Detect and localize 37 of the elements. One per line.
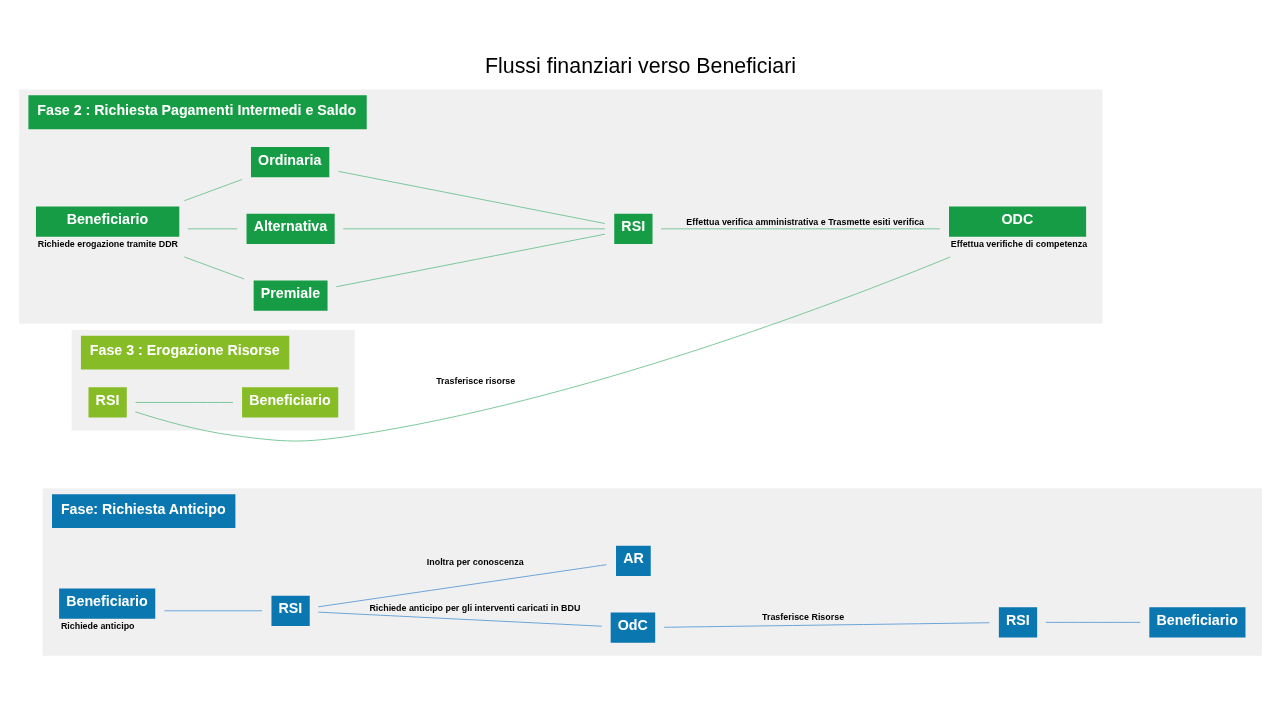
connector	[183, 256, 245, 279]
connector	[342, 227, 606, 229]
node-label: Richiede erogazione tramite DDR	[37, 238, 179, 249]
connector	[183, 178, 243, 201]
node-box: Beneficiario	[59, 588, 156, 619]
node-box: RSI	[88, 386, 127, 418]
connector	[660, 227, 941, 229]
node-box: OdC	[610, 612, 656, 643]
connector	[1045, 621, 1141, 623]
connector	[317, 563, 607, 607]
connector	[663, 621, 990, 628]
connector	[335, 233, 606, 287]
node-box: RSI	[614, 213, 653, 244]
connector	[134, 256, 951, 441]
edge-label: Richiede anticipo per gli interventi caricati in BDU	[369, 602, 581, 613]
node-box: RSI	[998, 606, 1038, 637]
node-label: Effettua verifiche di competenza	[950, 238, 1088, 249]
node-box: ODC	[949, 206, 1087, 237]
node-box: Alternativa	[246, 213, 335, 244]
node-box: Ordinaria	[251, 146, 330, 177]
connector	[163, 609, 263, 611]
edge-label: Trasferisce Risorse	[762, 611, 845, 622]
node-box: RSI	[271, 595, 310, 626]
node-box: Premiale	[253, 280, 328, 311]
node-label: Richiede anticipo	[60, 620, 135, 631]
connector	[317, 611, 603, 627]
edge-label: Inoltra per conoscenza	[426, 556, 524, 567]
node-box: AR	[616, 545, 651, 576]
edge-label: Effettua verifica amministrativa e Trasmette esiti verifica	[686, 216, 925, 227]
edge-label: Trasferisce risorse	[436, 375, 516, 386]
connector	[135, 401, 234, 403]
diagram-title: Flussi finanziari verso Beneficiari	[484, 53, 797, 78]
connector	[338, 170, 606, 224]
node-box: Beneficiario	[35, 206, 180, 237]
connector	[187, 227, 238, 229]
node-box: Beneficiario	[242, 386, 339, 418]
node-box: Beneficiario	[1149, 606, 1246, 637]
